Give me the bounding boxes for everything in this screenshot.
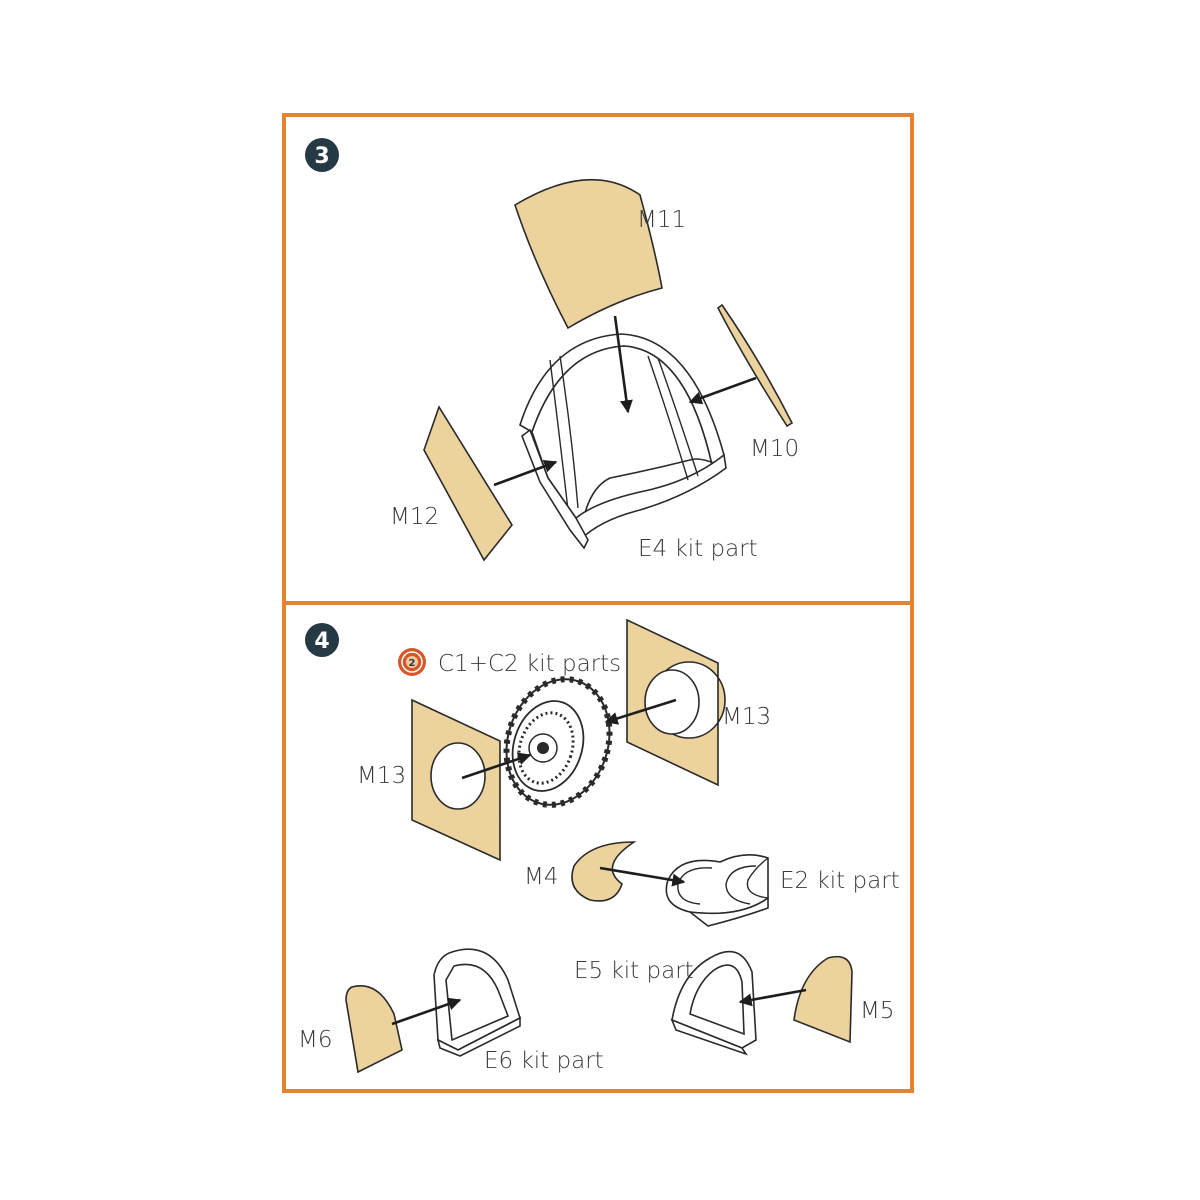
arrow-m11-to-e4 xyxy=(613,315,633,414)
m12-part xyxy=(423,405,513,562)
previous-step-reference-icon: 2 xyxy=(398,648,426,676)
e5-kit-part-drawing xyxy=(670,950,757,1056)
m5-part xyxy=(793,955,853,1044)
step-4-badge: 4 xyxy=(305,623,339,657)
label-m5: M5 xyxy=(860,998,894,1024)
arrow-m13-left-to-wheel xyxy=(461,752,532,780)
arrow-m13-right-to-wheel xyxy=(604,698,677,725)
reference-step-number: 2 xyxy=(409,658,416,669)
label-m10: M10 xyxy=(750,436,799,462)
arrow-m6-to-e6 xyxy=(391,997,462,1026)
e2-kit-part-drawing xyxy=(665,854,769,927)
e4-kit-part-drawing xyxy=(519,333,727,550)
label-e4-kit-part: E4 kit part xyxy=(638,536,758,562)
label-m4: M4 xyxy=(524,864,558,890)
m6-part xyxy=(345,985,403,1074)
step-4-frame xyxy=(282,601,914,1093)
step-3-badge: 3 xyxy=(305,138,339,172)
label-e2-kit-part: E2 kit part xyxy=(780,868,900,894)
label-m13-left: M13 xyxy=(357,763,406,789)
step-3-panel: 3 M11 M10 M12 E4 kit part xyxy=(282,113,914,605)
label-m6: M6 xyxy=(298,1027,332,1053)
arrow-m4-to-e2 xyxy=(599,866,686,887)
c1-c2-wheel-drawing xyxy=(503,676,613,808)
label-e6-kit-part: E6 kit part xyxy=(484,1048,604,1074)
m13-left-hole xyxy=(430,742,486,810)
label-c1-c2-kit-parts: C1+C2 kit parts xyxy=(438,651,621,677)
arrow-m10-to-e4 xyxy=(688,376,757,405)
m4-part xyxy=(571,841,637,902)
step-3-number: 3 xyxy=(314,144,329,169)
arrow-m5-to-e5 xyxy=(738,988,807,1007)
step-4-panel: 4 2 C1+C2 kit parts M13 M13 xyxy=(282,601,914,1093)
label-m13-right: M13 xyxy=(722,704,771,730)
label-m12: M12 xyxy=(390,504,439,530)
m11-part xyxy=(514,178,663,330)
label-e5-kit-part: E5 kit part xyxy=(574,958,694,984)
e6-kit-part-drawing xyxy=(433,948,521,1057)
label-m11: M11 xyxy=(637,207,686,233)
step-4-number: 4 xyxy=(314,629,329,654)
m10-part xyxy=(716,303,794,428)
arrow-m12-to-e4 xyxy=(493,459,558,487)
